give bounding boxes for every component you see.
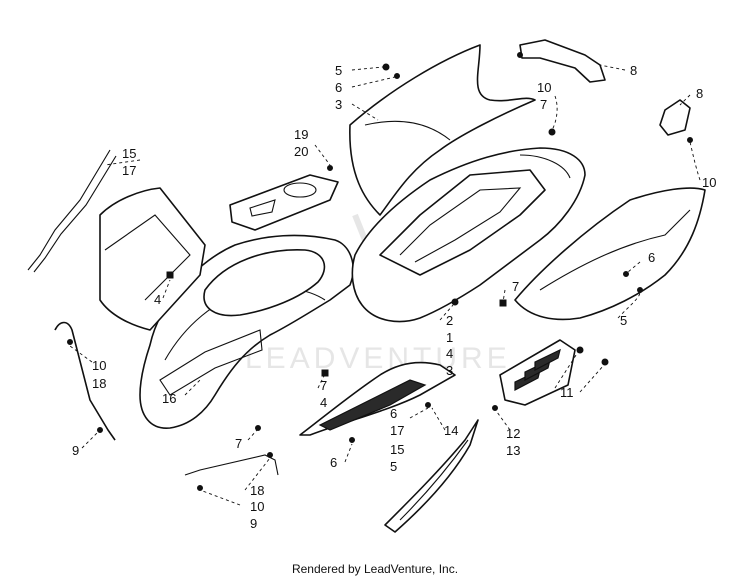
callout-9-left: 9	[72, 443, 79, 458]
callout-17-top: 17	[122, 163, 136, 178]
clip-7-top	[548, 128, 556, 136]
callout-5-top: 5	[335, 63, 342, 78]
callout-7-top: 7	[540, 97, 547, 112]
side-panel-insert	[318, 379, 427, 431]
callout-7-center: 7	[512, 279, 519, 294]
cargo-tray	[379, 169, 546, 276]
callout-16: 16	[162, 391, 176, 406]
screw-10-low	[267, 452, 273, 458]
screw-6-right	[623, 271, 629, 277]
callout-18-low: 18	[250, 483, 264, 498]
screw-12	[492, 405, 498, 411]
front-storage-cover	[229, 174, 339, 231]
callout-19: 19	[294, 127, 308, 142]
callout-8-right: 8	[696, 86, 703, 101]
screw-11-a	[576, 346, 584, 354]
callout-8-top: 8	[630, 63, 637, 78]
clip-20	[327, 165, 333, 171]
footer-credit: Rendered by LeadVenture, Inc.	[291, 562, 459, 576]
fender-lip	[519, 154, 571, 179]
callout-10-right: 10	[702, 175, 716, 190]
callout-4-mid: 4	[320, 395, 327, 410]
callout-4-center: 4	[446, 346, 453, 361]
screw-2	[451, 298, 459, 306]
callout-6-right: 6	[648, 250, 655, 265]
right-side-panel	[514, 187, 706, 321]
callout-14: 14	[444, 423, 458, 438]
callout-5-center: 5	[390, 459, 397, 474]
rear-grab-rod	[184, 454, 279, 476]
callout-2: 2	[446, 313, 453, 328]
front-grab-rod-fill	[54, 321, 116, 441]
callout-12: 12	[506, 426, 520, 441]
lower-trim-inner	[399, 439, 469, 521]
skid-slot-3	[534, 348, 561, 371]
screw-10-left	[67, 339, 73, 345]
callout-15-top: 15	[122, 146, 136, 161]
callout-5-right: 5	[620, 313, 627, 328]
leader-lines	[69, 64, 701, 506]
front-visor	[99, 187, 206, 331]
storage-cover-cap	[283, 182, 317, 198]
watermark-text: LEADVENTURE	[245, 342, 511, 375]
callout-11: 11	[560, 385, 574, 400]
side-bracket	[659, 99, 691, 136]
clip-7-low	[255, 425, 261, 431]
screw-10-right	[687, 137, 693, 143]
callout-17-center: 17	[390, 423, 404, 438]
callout-6-low: 6	[330, 455, 337, 470]
callout-15-center: 15	[390, 442, 404, 457]
clip-7-center	[499, 299, 507, 307]
screw-6-center	[425, 402, 431, 408]
screw-9-low	[197, 485, 203, 491]
washer-6	[394, 73, 400, 79]
callout-3-center: 3	[446, 363, 453, 378]
storage-cover-latch	[249, 199, 276, 217]
callout-7-low: 7	[235, 436, 242, 451]
lower-side-trim	[384, 419, 479, 533]
callout-6-center: 6	[390, 406, 397, 421]
fasteners	[67, 52, 693, 491]
rear-cowl-crease	[364, 120, 451, 141]
callout-10-top: 10	[537, 80, 551, 95]
screw-6-low	[349, 437, 355, 443]
screw-5	[382, 63, 390, 71]
screw-5-right	[637, 287, 643, 293]
callout-9-low: 9	[250, 516, 257, 531]
headlight-opening	[203, 249, 326, 317]
upper-bracket	[519, 39, 606, 83]
visor-trim-strip	[27, 149, 111, 271]
callout-10-left: 10	[92, 358, 106, 373]
screw-11-b	[601, 358, 609, 366]
rear-cowl-top	[349, 44, 536, 216]
callout-13: 13	[506, 443, 520, 458]
callout-18-left: 18	[92, 376, 106, 391]
visor-trim-strip-inner	[33, 155, 117, 273]
callout-10-low: 10	[250, 499, 264, 514]
cargo-tray-floor	[399, 187, 522, 263]
clip-7-mid	[321, 369, 329, 377]
callout-labels: 5 6 3 10 7 8 8 10 19 20 15 17 4 10 18 9 …	[72, 63, 716, 531]
callout-1: 1	[446, 330, 453, 345]
callout-6-top: 6	[335, 80, 342, 95]
screw-10-top	[517, 52, 523, 58]
callout-7-mid: 7	[320, 378, 327, 393]
callout-4-left: 4	[154, 292, 161, 307]
callout-3-top: 3	[335, 97, 342, 112]
nut-4-left	[166, 271, 174, 279]
front-fender-vent	[159, 329, 263, 396]
screw-9-left	[97, 427, 103, 433]
right-panel-crease	[539, 209, 691, 291]
callout-20: 20	[294, 144, 308, 159]
